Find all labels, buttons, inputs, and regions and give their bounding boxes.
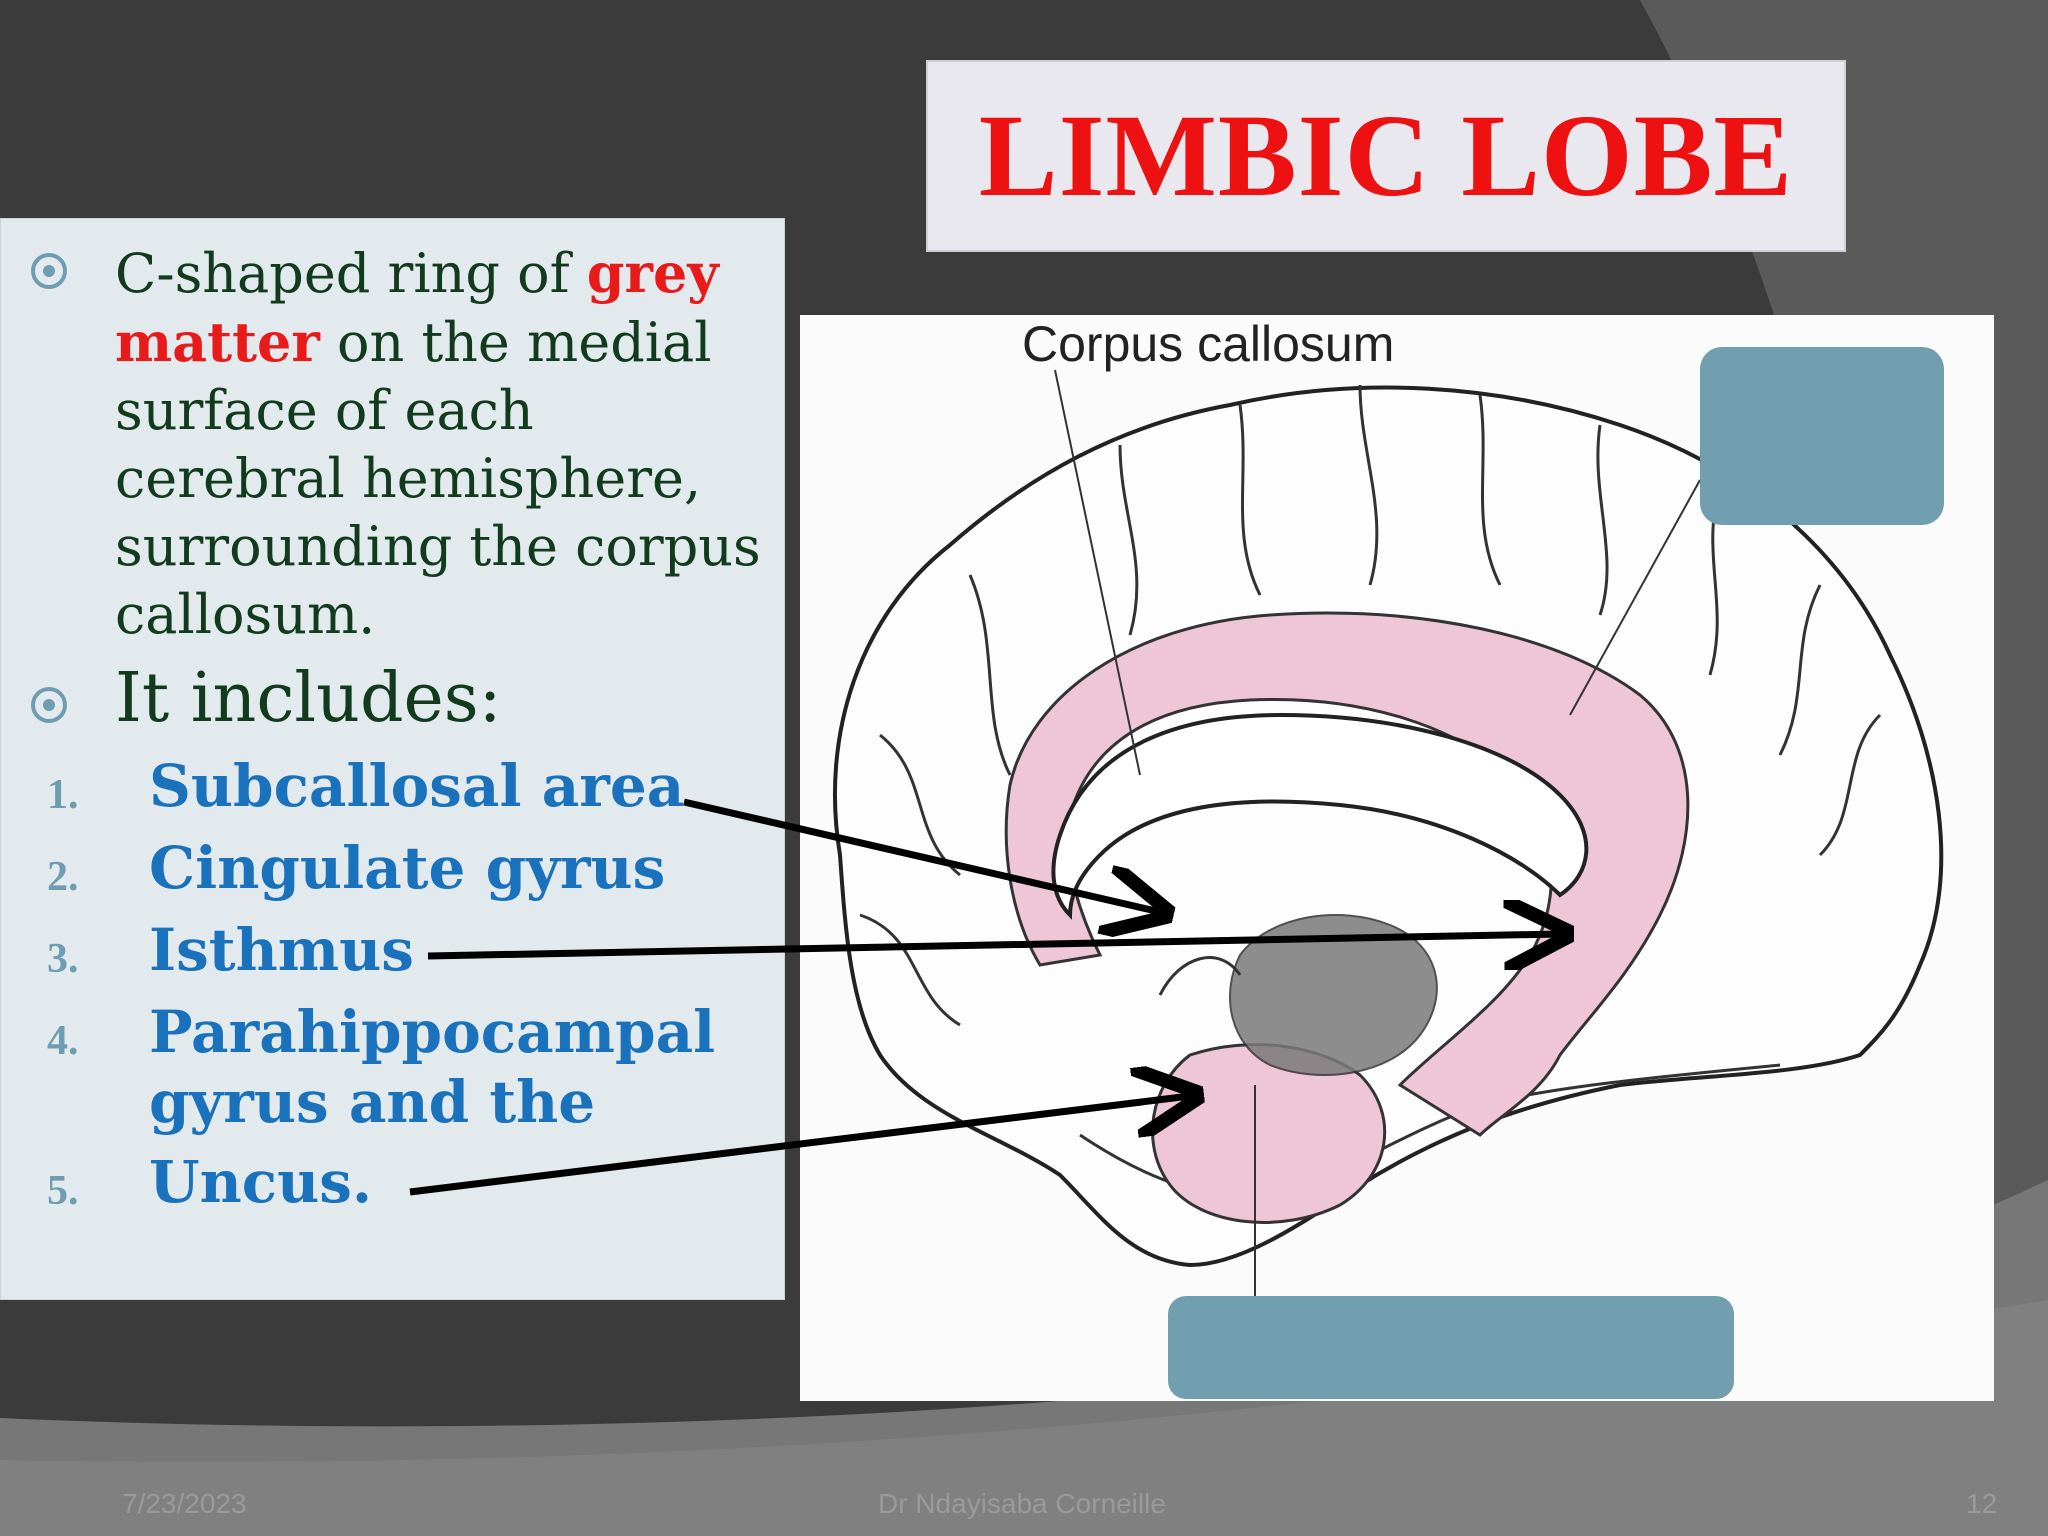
footer-author: Dr Ndayisaba Corneille [878, 1488, 1166, 1519]
list-item-cingulate: Cingulate gyrus [149, 834, 666, 902]
list-item-subcallosal: Subcallosal area [149, 752, 685, 820]
corpus-callosum-label: Corpus callosum [1022, 316, 1395, 372]
hidden-label-box-bottom [1168, 1296, 1734, 1399]
description-text-2: on the medial surface of each cerebral h… [115, 311, 761, 646]
list-number: 5. [47, 1168, 79, 1214]
description-paragraph: C-shaped ring of grey matter on the media… [115, 239, 775, 649]
list-number: 2. [47, 854, 79, 900]
footer-page-number: 12 [1966, 1488, 1998, 1519]
list-item-isthmus: Isthmus [149, 916, 414, 984]
footer-date: 7/23/2023 [122, 1488, 247, 1519]
brain-diagram: Corpus callosum [800, 315, 1994, 1401]
list-number: 4. [47, 1018, 79, 1064]
bullet-icon [31, 253, 67, 289]
list-item-parahippocampal-cont: gyrus and the [149, 1068, 596, 1136]
list-number: 3. [47, 936, 79, 982]
arrow-subcallosal [683, 798, 1160, 912]
description-text-1: C-shaped ring of [115, 242, 587, 305]
list-item-uncus: Uncus. [149, 1148, 373, 1216]
slide-title: LIMBIC LOBE [978, 90, 1794, 221]
arrow-isthmus [427, 934, 1560, 956]
text-panel: C-shaped ring of grey matter on the media… [0, 218, 785, 1300]
includes-label: It includes: [115, 659, 502, 738]
highlight-grey: grey [586, 241, 719, 305]
arrow-uncus [409, 1096, 1190, 1196]
list-item-parahippocampal: Parahippocampal [149, 998, 716, 1066]
list-number: 1. [47, 772, 79, 818]
brain-drawing [833, 369, 1944, 1300]
title-box: LIMBIC LOBE [926, 60, 1846, 252]
bullet-icon [31, 687, 67, 723]
hidden-label-box-top [1700, 347, 1944, 525]
highlight-matter: matter [115, 310, 320, 374]
